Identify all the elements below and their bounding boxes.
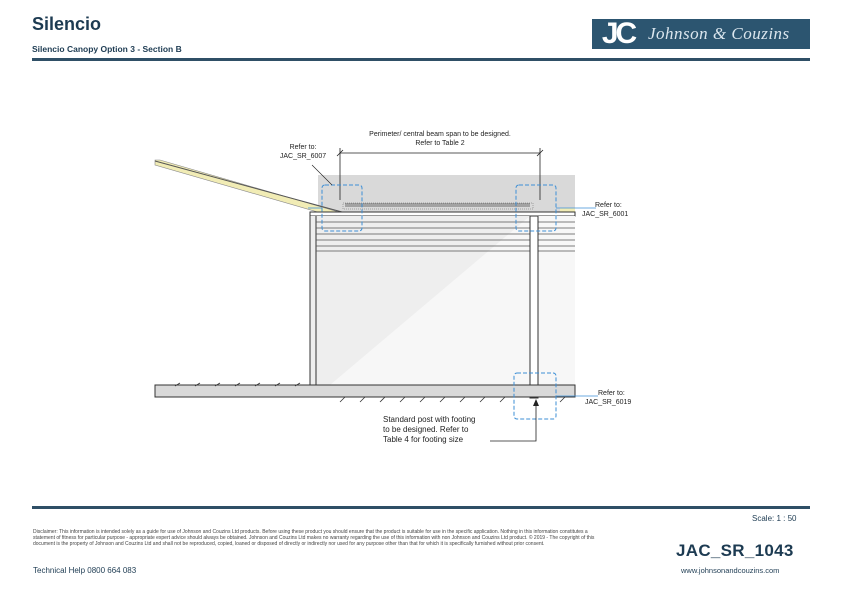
ref-right: Refer to: JAC_SR_6001 [582,201,628,219]
document-reference: JAC_SR_1043 [676,541,794,560]
ground-slab [154,384,576,398]
left-ref-leader [311,164,333,186]
website-link[interactable]: www.johnsonandcouzins.com [681,566,780,575]
standard-post [529,215,539,399]
ref-left-line-2: JAC_SR_6007 [279,153,327,160]
company-logo: JC Johnson & Couzins [592,19,810,49]
drawing-title: Silencio [32,14,102,34]
post-note-line-1: Standard post with footing [383,415,476,424]
post-note-line-3: Table 4 for footing size [383,435,464,444]
perimeter-beam [309,211,576,217]
ref-left-line-1: Refer to: [289,144,317,151]
beam-note-line-1: Perimeter/ central beam span to be desig… [369,131,511,138]
wall-shading [330,216,575,385]
beam-end-highlight [560,208,575,213]
beam-span-note: Perimeter/ central beam span to be desig… [330,130,550,148]
louvre-slats [345,203,530,207]
post-note-leader [490,402,537,442]
post-note-line-2: to be designed. Refer to [383,425,469,434]
beam-span-dimension [336,148,544,200]
sloped-roof-edge [154,160,343,213]
post-note-arrow [533,399,539,406]
footer-rule [32,506,810,509]
beam-note-line-2: Refer to Table 2 [415,140,465,147]
technical-help: Technical Help 0800 664 083 [33,566,137,575]
ref-bottom: Refer to: JAC_SR_6019 [585,389,631,407]
logo-initials: JC [592,19,644,49]
post-note: Standard post with footing to be designe… [383,415,476,445]
ref-right-line-2: JAC_SR_6001 [582,211,629,218]
logo-text: Johnson & Couzins [644,19,810,49]
header-rule [32,58,810,61]
callout-box-right [515,184,557,232]
ref-right-line-1: Refer to: [595,202,622,209]
roof-fill [318,175,575,213]
callout-leaders [308,207,598,397]
disclaimer-text: Disclaimer: This information is intended… [33,529,595,547]
scale-label: Scale: 1 : 50 [752,514,797,523]
ref-left: Refer to: JAC_SR_6007 [268,143,338,161]
ref-bottom-line-1: Refer to: [598,390,625,397]
drawing-subtitle: Silencio Canopy Option 3 - Section B [32,44,182,54]
ref-bottom-line-2: JAC_SR_6019 [585,399,632,406]
louvre-blades [342,202,534,210]
ground-hatching [174,382,566,403]
